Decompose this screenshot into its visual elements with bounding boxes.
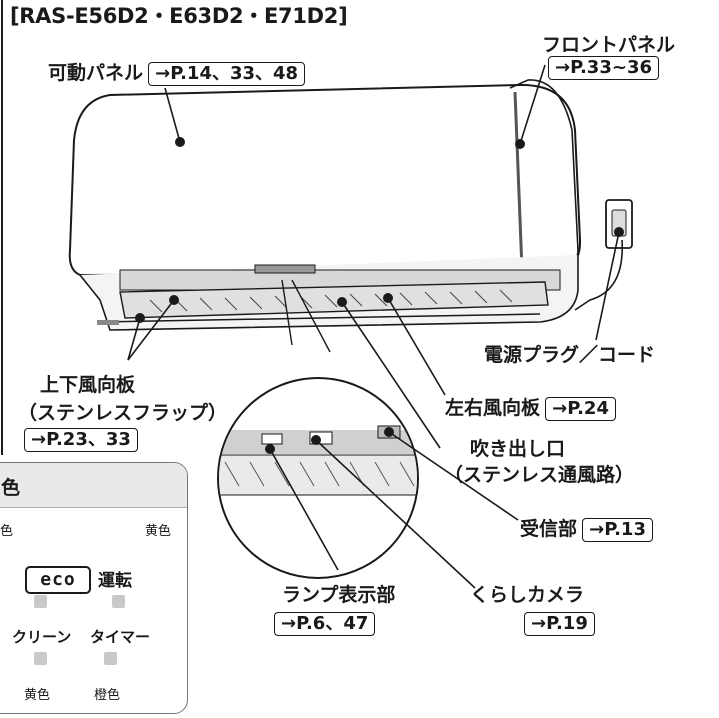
outlet-label: 吹き出し口 (470, 438, 566, 460)
movable-panel-shape (68, 83, 582, 277)
movable-panel-label: 可動パネル (48, 62, 144, 84)
power-plug-leader (595, 231, 620, 341)
vertical-louver-leader-2 (127, 317, 141, 361)
vertical-louver-sublabel: （ステンレスフラップ） (18, 402, 228, 424)
display-window (254, 264, 316, 274)
power-plug-label: 電源プラグ／コード (484, 344, 656, 366)
eco-lamp-indicator (34, 595, 47, 608)
front-panel-ref[interactable]: →P.33~36 (548, 56, 659, 80)
magnified-view (219, 425, 417, 496)
magnifier-connector (281, 279, 331, 353)
lower-flap (99, 313, 541, 323)
louver-vanes (149, 289, 513, 313)
timer-lamp-label: タイマー (90, 628, 151, 646)
vertical-louver-ref-wrap: →P.23、33 (24, 428, 138, 452)
lamp-display-leader (269, 448, 339, 571)
eco-lamp-label: eco (25, 566, 91, 594)
receiver-ref[interactable]: →P.13 (582, 518, 653, 542)
outlet-leader (341, 301, 441, 449)
lamp-panel-header: 色 (0, 463, 187, 508)
top-right-color: 黄色 (145, 524, 172, 539)
camera-ref[interactable]: →P.19 (524, 612, 595, 636)
front-panel-ref-wrap: →P.33~36 (548, 56, 659, 80)
louver-area (119, 281, 549, 319)
lamp-display-ref-wrap: →P.6、47 (274, 612, 376, 636)
model-header: [RAS-E56D2・E63D2・E71D2] (10, 4, 348, 28)
front-panel-label: フロントパネル (542, 34, 676, 56)
run-lamp-label: 運転 (98, 571, 132, 591)
vertical-louver-ref[interactable]: →P.23、33 (24, 428, 138, 452)
vertical-louver-label: 上下風向板 (40, 374, 136, 396)
top-left-color: 色 (0, 524, 14, 539)
movable-panel-ref[interactable]: →P.14、33、48 (148, 62, 306, 86)
receiver-callout: 受信部 →P.13 (520, 514, 653, 542)
movable-panel-leader (164, 87, 181, 143)
camera-ref-wrap: →P.19 (524, 612, 595, 636)
power-cord (574, 239, 623, 311)
lamp-display-label: ランプ表示部 (282, 584, 396, 606)
vertical-louver-leader-1 (127, 299, 175, 361)
camera-leader (315, 439, 476, 589)
camera-label: くらしカメラ (470, 584, 585, 606)
movable-panel-callout: 可動パネル →P.14、33、48 (48, 58, 306, 86)
receiver-leader (388, 431, 519, 521)
horizontal-louver-leader (387, 297, 446, 396)
bottom-left-color: 黄色 (24, 688, 51, 703)
lamp-panel-title: 色 (1, 477, 21, 499)
lamp-panel: 色 (0, 462, 188, 714)
horizontal-louver-label: 左右風向板 (445, 397, 541, 419)
horizontal-louver-callout: 左右風向板 →P.24 (445, 393, 616, 421)
timer-lamp-indicator (104, 652, 117, 665)
horizontal-louver-ref[interactable]: →P.24 (545, 397, 616, 421)
lamp-display-ref[interactable]: →P.6、47 (274, 612, 376, 636)
clean-lamp-indicator (34, 652, 47, 665)
run-lamp-indicator (112, 595, 125, 608)
front-panel-edge (513, 91, 524, 271)
bottom-right-color: 橙色 (94, 688, 121, 703)
clean-lamp-label: クリーン (12, 628, 72, 646)
flap-tip (97, 320, 119, 325)
outlet-sublabel: （ステンレス通風路） (444, 464, 635, 486)
receiver-label: 受信部 (520, 518, 578, 540)
front-panel-leader (519, 64, 546, 145)
